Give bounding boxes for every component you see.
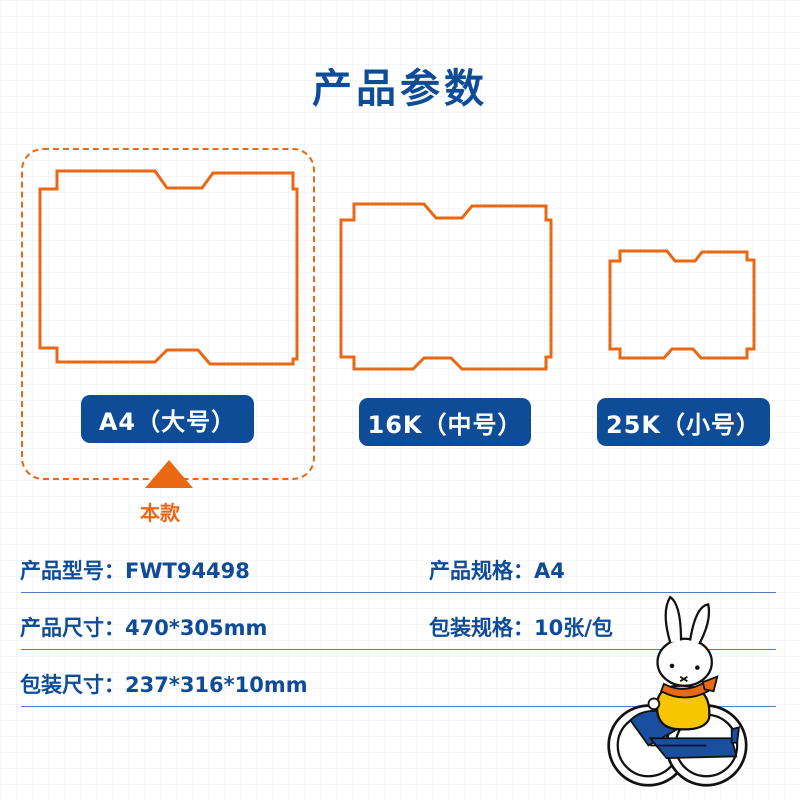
spec-model-value: FWT94498	[125, 559, 250, 583]
16k-outline-icon	[339, 202, 553, 371]
spec-pack-spec-value: 10张/包	[534, 616, 613, 640]
bunny-on-bicycle-illustration	[607, 595, 748, 787]
25k-outline-icon	[608, 249, 756, 360]
spec-pack-spec-label: 包装规格：	[429, 616, 534, 640]
divider	[21, 649, 776, 650]
spec-pack-spec: 包装规格：10张/包	[429, 612, 613, 642]
divider	[21, 706, 776, 707]
size-option-16k[interactable]: 16K（中号）	[359, 398, 531, 446]
spec-spec-label: 产品规格：	[429, 559, 534, 583]
triangle-up-icon	[145, 460, 193, 488]
spec-model: 产品型号：FWT94498	[20, 555, 250, 585]
spec-pack-size-value: 237*316*10mm	[125, 673, 308, 697]
spec-model-label: 产品型号：	[20, 559, 125, 583]
size-option-a4[interactable]: A4（大号）	[81, 395, 254, 443]
spec-spec: 产品规格：A4	[429, 555, 565, 585]
spec-size: 产品尺寸：470*305mm	[20, 612, 267, 642]
spec-size-label: 产品尺寸：	[20, 616, 125, 640]
a4-outline-icon	[38, 169, 299, 366]
spec-size-value: 470*305mm	[125, 616, 268, 640]
spec-spec-value: A4	[534, 559, 565, 583]
spec-pack-size: 包装尺寸：237*316*10mm	[20, 669, 308, 699]
selected-marker-label: 本款	[140, 501, 180, 525]
divider	[21, 592, 776, 593]
size-option-25k[interactable]: 25K（小号）	[597, 398, 770, 446]
page-title: 产品参数	[312, 66, 488, 112]
spec-pack-size-label: 包装尺寸：	[20, 673, 125, 697]
